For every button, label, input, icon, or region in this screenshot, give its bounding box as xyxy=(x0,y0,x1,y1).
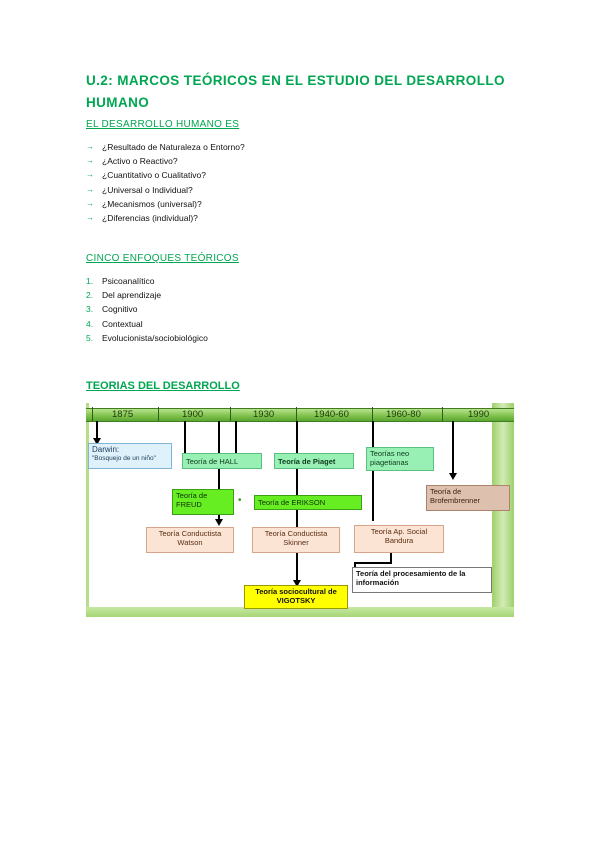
timeline-tick xyxy=(158,407,159,421)
arrow-icon: → xyxy=(86,170,94,180)
timeline-tick xyxy=(230,407,231,421)
list-item: →¿Activo o Reactivo? xyxy=(86,154,245,168)
diagram-border-left xyxy=(86,403,89,617)
box-bandura: Teoría Ap. Social Bandura xyxy=(354,525,444,553)
list-item: →¿Universal o Individual? xyxy=(86,183,245,197)
bullet-dot-icon: • xyxy=(238,495,242,506)
timeline-year: 1875 xyxy=(112,409,134,420)
timeline-tick xyxy=(92,407,93,421)
timeline-tick xyxy=(442,407,443,421)
section-heading-teorias: TEORIAS DEL DESARROLLO xyxy=(86,380,240,392)
box-skinner: Teoría Conductista Skinner xyxy=(252,527,340,553)
list-item: →¿Cuantitativo o Cualitativo? xyxy=(86,168,245,182)
list-item: 1.Psicoanalítico xyxy=(86,276,155,286)
box-piaget: Teoría de Piaget xyxy=(274,453,354,469)
box-darwin: Darwin: "Bosquejo de un niño" xyxy=(88,443,172,469)
question-list: →¿Resultado de Naturaleza o Entorno? →¿A… xyxy=(86,140,245,225)
list-item: →¿Diferencias (individual)? xyxy=(86,211,245,225)
arrow-icon: → xyxy=(86,198,94,208)
arrow-icon: → xyxy=(86,142,94,151)
arrow-head-icon xyxy=(293,580,301,587)
list-item: 3.Cognitivo xyxy=(86,304,138,315)
arrow-head-icon xyxy=(215,519,223,526)
box-hall: Teoría de HALL xyxy=(182,453,262,469)
connector-line xyxy=(354,562,392,564)
list-item: →¿Mecanismos (universal)? xyxy=(86,197,245,211)
box-freud: Teoría de FREUD xyxy=(172,489,234,515)
arrow-head-icon xyxy=(449,473,457,480)
timeline-year: 1960-80 xyxy=(386,409,421,420)
arrow-icon: → xyxy=(86,184,94,194)
connector-line xyxy=(218,421,220,521)
arrow-icon: → xyxy=(86,156,94,166)
arrow-icon: → xyxy=(86,212,94,222)
connector-line xyxy=(235,421,237,463)
list-item: 5.Evolucionista/sociobiológico xyxy=(86,332,208,343)
diagram-border-bottom xyxy=(86,607,514,617)
timeline-bar xyxy=(86,408,514,422)
timeline-year: 1900 xyxy=(182,409,204,420)
timeline-tick xyxy=(372,407,373,421)
connector-line xyxy=(184,421,186,457)
connector-line xyxy=(452,421,454,475)
timeline-year: 1930 xyxy=(253,409,275,420)
connector-line xyxy=(372,421,374,521)
arrow-head-icon xyxy=(93,438,101,445)
box-watson: Teoría Conductista Watson xyxy=(146,527,234,553)
list-item: →¿Resultado de Naturaleza o Entorno? xyxy=(86,140,245,154)
theories-timeline-diagram: 1875 1900 1930 1940-60 1960-80 1990 Darw… xyxy=(86,403,514,617)
box-erikson: Teoría de ERIKSON xyxy=(254,495,362,510)
box-neo-piagetianas: Teorías neo piagetianas xyxy=(366,447,434,471)
list-item: 4.Contextual xyxy=(86,318,143,329)
connector-line xyxy=(390,553,392,563)
timeline-year: 1940-60 xyxy=(314,409,349,420)
box-vigotsky: Teoría sociocultural de VIGOTSKY xyxy=(244,585,348,609)
box-bronfenbrenner: Teoría de Brofembrenner xyxy=(426,485,510,511)
section-heading-enfoques[interactable]: CINCO ENFOQUES TEÓRICOS xyxy=(86,253,239,264)
list-item: 2.Del aprendizaje xyxy=(86,290,162,301)
timeline-year: 1990 xyxy=(468,409,490,420)
connector-line xyxy=(96,421,98,439)
page-title: U.2: MARCOS TEÓRICOS EN EL ESTUDIO DEL D… xyxy=(86,73,505,110)
timeline-tick xyxy=(296,407,297,421)
approaches-list: 1.Psicoanalítico 2.Del aprendizaje 3.Cog… xyxy=(86,274,208,345)
section-heading-desarrollo[interactable]: EL DESARROLLO HUMANO ES xyxy=(86,119,240,130)
box-procesamiento-informacion: Teoría del procesamiento de la informaci… xyxy=(352,567,492,593)
